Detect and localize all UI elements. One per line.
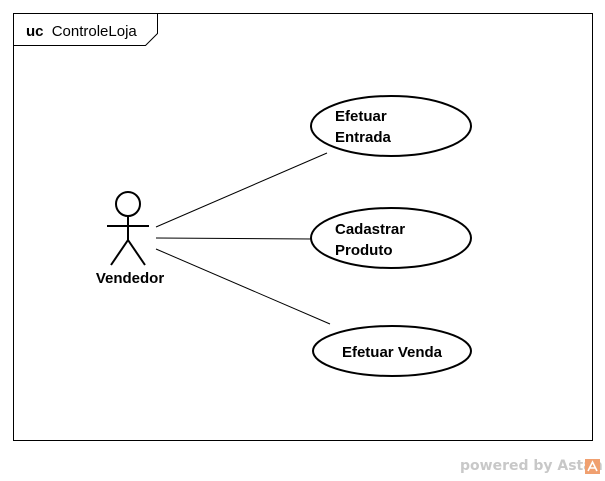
use-case-label-line-1: Efetuar Venda <box>342 344 443 361</box>
use-case-cadastrar-produto[interactable]: Cadastrar Produto <box>310 207 472 269</box>
association-cadastrar-produto <box>155 237 314 240</box>
frame-title: uc ControleLoja <box>26 23 137 40</box>
frame-name: ControleLoja <box>52 23 138 40</box>
astah-logo-icon <box>585 459 600 474</box>
frame-name-tab <box>13 13 158 46</box>
actor-left-leg <box>110 239 129 266</box>
use-case-label-line-2: Entrada <box>335 129 392 146</box>
use-case-ellipse <box>312 325 472 377</box>
use-case-label-line-2: Produto <box>335 242 393 259</box>
actor-vendedor[interactable]: Vendedor <box>96 191 165 287</box>
association-efetuar-venda <box>155 248 331 325</box>
actor-name: Vendedor <box>96 270 165 287</box>
use-case-label-line-1: Cadastrar <box>335 221 405 238</box>
frame-keyword: uc <box>26 23 44 40</box>
use-case-efetuar-entrada[interactable]: Efetuar Entrada <box>310 95 472 157</box>
actor-head <box>115 191 141 217</box>
use-case-efetuar-venda[interactable]: Efetuar Venda <box>312 325 472 377</box>
use-case-ellipse <box>310 95 472 157</box>
diagram-frame <box>13 13 593 441</box>
actor-right-leg <box>127 239 146 266</box>
watermark-text: powered by Astah <box>460 458 603 474</box>
use-case-ellipse <box>310 207 472 269</box>
use-case-label-line-1: Efetuar <box>335 108 387 125</box>
association-efetuar-entrada <box>155 152 328 228</box>
